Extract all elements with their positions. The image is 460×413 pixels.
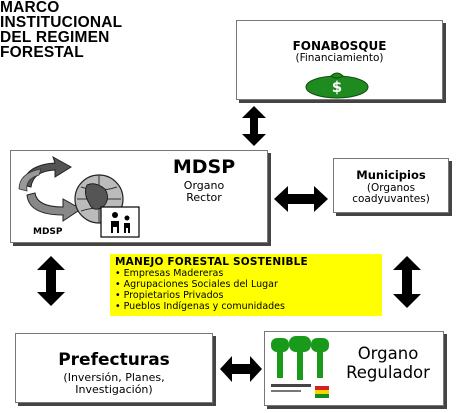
money-bag-icon: $ [305, 72, 369, 99]
list-item: • Empresas Madereras [115, 268, 224, 279]
title-line: INSTITUCIONAL [0, 14, 123, 31]
list-item: • Pueblos Indígenas y comunidades [115, 301, 285, 312]
regulador-name: Regulador [346, 363, 430, 382]
fonabosque-subtitle: (Financiamiento) [295, 52, 384, 64]
municipios-subtitle: (Organos [366, 182, 416, 194]
prefecturas-subtitle: (Inversión, Planes, [63, 371, 165, 384]
double-arrow-vertical-icon [37, 256, 65, 306]
municipios-box: Municipios (Organos coadyuvantes) [333, 158, 449, 213]
title-line: FORESTAL [0, 44, 84, 61]
prefecturas-subtitle: Investigación) [75, 383, 153, 396]
list-item: • Agrupaciones Sociales del Lugar [115, 279, 278, 290]
double-arrow-vertical-icon [393, 256, 421, 308]
prefecturas-name: Prefecturas [58, 350, 170, 370]
double-arrow-horizontal-icon [220, 356, 262, 382]
diagram-title: MARCO INSTITUCIONAL DEL REGIMEN FORESTAL [0, 0, 220, 60]
mdsp-logo-label: MDSP [33, 227, 63, 237]
manejo-forestal-box: MANEJO FORESTAL SOSTENIBLE • Empresas Ma… [110, 254, 382, 316]
trees-logo-icon [271, 336, 329, 398]
manejo-title: MANEJO FORESTAL SOSTENIBLE [115, 256, 308, 268]
list-item: • Propietarios Privados [115, 290, 224, 301]
mdsp-subtitle: Organo [183, 179, 225, 192]
fonabosque-name: FONABOSQUE [292, 39, 387, 53]
municipios-name: Municipios [356, 168, 426, 182]
mdsp-subtitle: Rector [186, 191, 222, 204]
municipios-subtitle: coadyuvantes) [352, 193, 430, 205]
title-line: MARCO [0, 0, 60, 16]
dollar-symbol: $ [332, 78, 342, 96]
regulador-name: Organo [357, 344, 419, 363]
double-arrow-horizontal-icon [274, 186, 328, 212]
mdsp-box: MDSP MDSP Organo Rector [10, 150, 268, 243]
double-arrow-vertical-icon [242, 106, 266, 146]
organo-regulador-box: Organo Regulador [264, 331, 444, 406]
fonabosque-box: FONABOSQUE (Financiamiento) $ [236, 20, 443, 100]
mdsp-logo-icon [18, 155, 140, 238]
mdsp-name: MDSP [172, 156, 236, 178]
prefecturas-box: Prefecturas (Inversión, Planes, Investig… [15, 333, 213, 403]
title-line: DEL REGIMEN [0, 29, 110, 46]
